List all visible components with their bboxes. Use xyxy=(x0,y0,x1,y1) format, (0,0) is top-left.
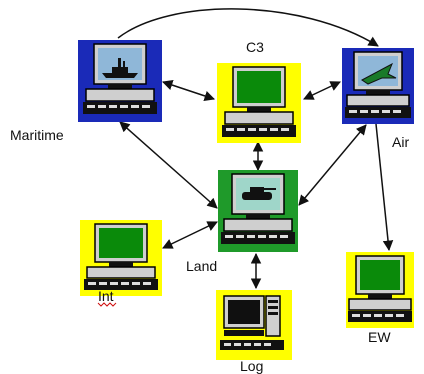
node-maritime[interactable] xyxy=(78,40,162,122)
node-log[interactable] xyxy=(216,290,292,360)
link-air-ew xyxy=(375,123,394,252)
node-c3[interactable] xyxy=(217,63,301,143)
label-log: Log xyxy=(240,358,263,374)
spellcheck-underline xyxy=(97,302,117,307)
link-maritime-air xyxy=(117,8,379,47)
node-int-screen xyxy=(99,228,143,258)
label-land: Land xyxy=(186,258,217,274)
link-int-land xyxy=(162,221,218,249)
link-maritime-land xyxy=(119,121,218,209)
tank-icon xyxy=(242,187,276,200)
node-land[interactable] xyxy=(218,170,298,252)
ship-icon xyxy=(102,58,138,78)
aircraft-icon xyxy=(361,62,397,85)
node-log-screen xyxy=(228,300,260,324)
node-int[interactable] xyxy=(80,220,162,296)
node-ew[interactable] xyxy=(346,252,414,328)
label-int: Int xyxy=(98,288,114,304)
node-ew-screen xyxy=(360,260,400,290)
label-ew: EW xyxy=(368,329,391,345)
link-maritime-c3 xyxy=(162,80,215,101)
node-c3-screen xyxy=(237,71,281,103)
label-maritime: Maritime xyxy=(10,127,64,143)
link-air-land xyxy=(298,124,367,206)
links-layer xyxy=(117,8,394,290)
label-air: Air xyxy=(392,134,409,150)
link-c3-air xyxy=(303,81,341,100)
node-air[interactable] xyxy=(342,48,414,124)
label-c3: C3 xyxy=(246,39,264,55)
